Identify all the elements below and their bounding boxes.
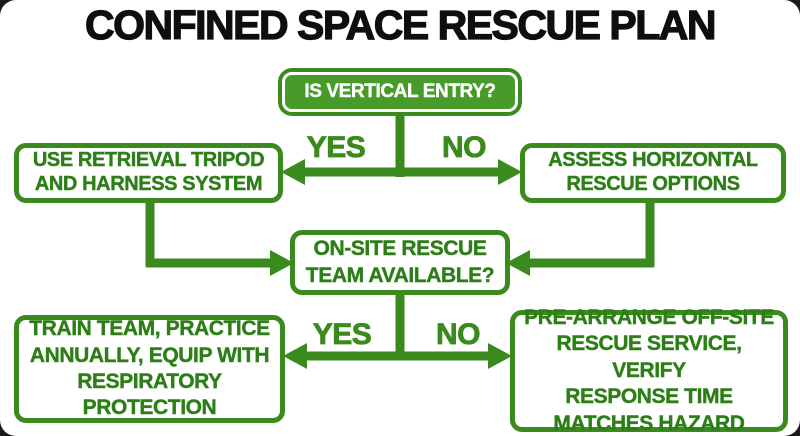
node-is-vertical-entry: IS VERTICAL ENTRY?: [282, 72, 518, 112]
node-retrieval-tripod: USE RETRIEVAL TRIPOD AND HARNESS SYSTEM: [14, 143, 283, 203]
node-assess-horizontal: ASSESS HORIZONTAL RESCUE OPTIONS: [520, 143, 786, 203]
page-title: CONFINED SPACE RESCUE PLAN: [84, 1, 717, 48]
arrow-horizontal-head: [506, 250, 530, 276]
node-prearrange-offsite: PRE-ARRANGE OFF-SITE RESCUE SERVICE, VER…: [510, 306, 788, 435]
node-train-team: TRAIN TEAM, PRACTICE ANNUALLY, EQUIP WIT…: [14, 315, 285, 423]
edge-label-entry-no: NO: [442, 131, 487, 165]
edge-label-team-yes: YES: [312, 318, 372, 352]
edge-label-team-no: NO: [436, 318, 481, 352]
node-onsite-team: ON-SITE RESCUE TEAM AVAILABLE?: [290, 230, 510, 295]
arrow-team-yes-head: [283, 343, 307, 369]
edge-label-entry-yes: YES: [306, 131, 366, 165]
arrow-tripod-head: [270, 250, 294, 276]
arrow-entry-yes-head: [281, 159, 305, 185]
arrow-entry-no-head: [498, 159, 522, 185]
arrow-team-no-head: [488, 343, 512, 369]
